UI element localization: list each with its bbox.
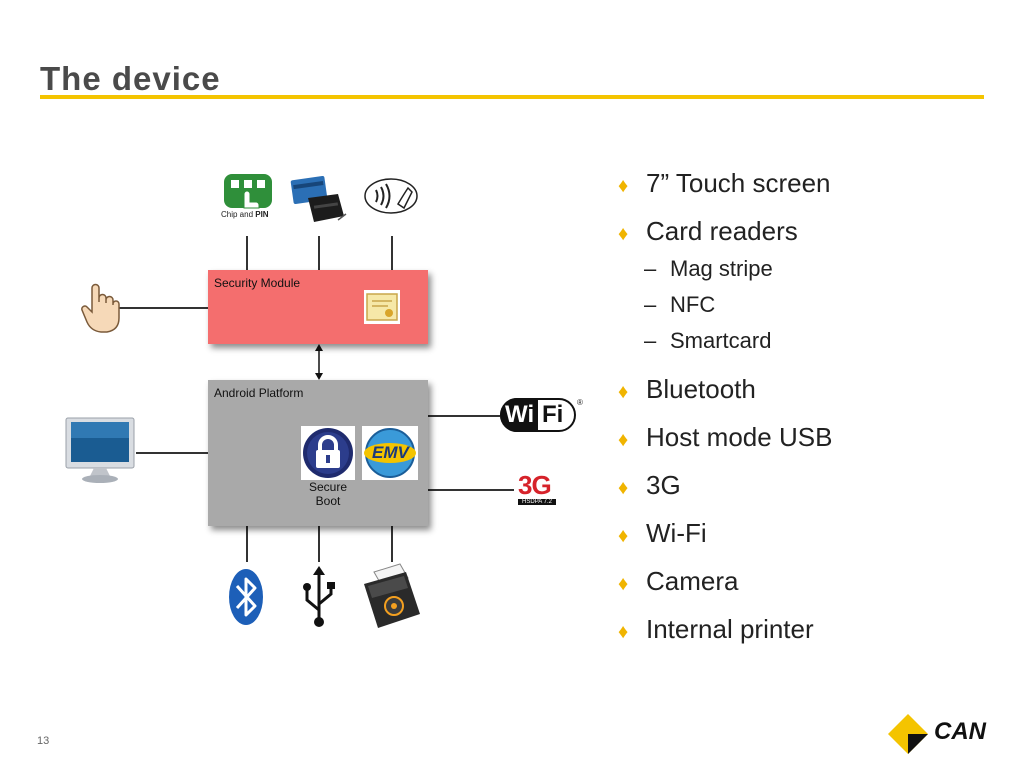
bullet-text: Wi-Fi: [646, 518, 707, 548]
connector-usb: [318, 526, 320, 562]
bullet-text: Bluetooth: [646, 374, 756, 404]
wifi-text-a: Wi: [505, 401, 535, 428]
sub-bullet-text: NFC: [670, 292, 716, 317]
registered-mark: ®: [577, 398, 583, 407]
chip-and-pin-icon: [224, 174, 272, 209]
title-underline: [40, 95, 984, 99]
nfc-contactless-icon: [364, 178, 418, 214]
emv-globe-icon: [364, 428, 416, 478]
3g-text: 3G: [518, 470, 552, 500]
connector-card-reader: [318, 236, 320, 270]
slide-title: The device: [40, 60, 221, 97]
dash-bullet-icon: –: [644, 292, 657, 317]
company-logo: CAN: [886, 712, 986, 756]
secure-boot-label: Secure Boot: [300, 480, 356, 508]
printer-icon: [364, 563, 420, 628]
wifi-text-b: Fi: [542, 401, 564, 428]
chip-and-pin-caption: Chip and PIN: [221, 210, 269, 219]
sub-bullet-text: Smartcard: [670, 328, 772, 353]
android-platform-box: Android Platform EMV Secure Boot: [208, 380, 428, 526]
secure-boot-line2: Boot: [315, 494, 341, 508]
3g-logo: 3G HSDPA 7.2: [518, 470, 558, 510]
diamond-bullet-icon: ♦: [618, 477, 629, 499]
lock-icon: [301, 426, 355, 480]
diamond-bullet-icon: ♦: [618, 621, 629, 643]
double-arrow-icon: [315, 344, 323, 380]
connector-printer: [391, 526, 393, 562]
bullet-text: Internal printer: [646, 614, 814, 644]
diamond-bullet-icon: ♦: [618, 381, 629, 403]
chip-and-pin-logo: Chip and PIN: [220, 172, 276, 224]
android-platform-label: Android Platform: [214, 386, 304, 400]
secure-boot-line1: Secure: [308, 480, 348, 494]
dash-bullet-icon: –: [644, 256, 657, 281]
bullet-text: Host mode USB: [646, 422, 833, 452]
diamond-bullet-icon: ♦: [618, 573, 629, 595]
chip-and-pin-caption-a: Chip and: [221, 210, 256, 219]
connector-bluetooth: [246, 526, 248, 562]
monitor-icon: [65, 417, 135, 483]
page-number: 13: [37, 735, 50, 747]
bluetooth-icon: [229, 569, 263, 625]
certificate-icon: [364, 290, 400, 324]
connector-wifi: [428, 415, 500, 417]
3g-subtext: HSDPA 7.2: [518, 499, 556, 505]
security-module-label: Security Module: [214, 276, 301, 290]
sub-bullet-text: Mag stripe: [670, 256, 773, 281]
connector-nfc: [391, 236, 393, 270]
emv-text: EMV: [372, 443, 409, 462]
connector-3g: [428, 489, 514, 491]
touch-hand-icon: [81, 283, 120, 333]
connector-touch: [118, 307, 208, 309]
security-module-box: Security Module: [208, 270, 428, 344]
emv-logo: EMV: [362, 426, 418, 480]
diamond-logo-icon: [888, 714, 928, 754]
wifi-logo: Wi Fi ®: [500, 398, 584, 436]
diamond-bullet-icon: ♦: [618, 175, 629, 197]
bullet-text: 3G: [646, 470, 681, 500]
connector-monitor: [136, 452, 208, 454]
connector-chip-pin: [246, 236, 248, 270]
chip-and-pin-caption-b: PIN: [255, 210, 269, 219]
diamond-bullet-icon: ♦: [618, 525, 629, 547]
bullet-text: Camera: [646, 566, 739, 596]
logo-text: CAN: [934, 718, 986, 745]
bullet-text: 7” Touch screen: [646, 168, 831, 198]
bullet-text: Card readers: [646, 216, 798, 246]
wifi-logo-dark-half: [500, 398, 538, 432]
dash-bullet-icon: –: [644, 328, 657, 353]
card-reader-icon: [290, 176, 347, 222]
diamond-bullet-icon: ♦: [618, 429, 629, 451]
diamond-bullet-icon: ♦: [618, 223, 629, 245]
usb-icon: [303, 566, 335, 627]
